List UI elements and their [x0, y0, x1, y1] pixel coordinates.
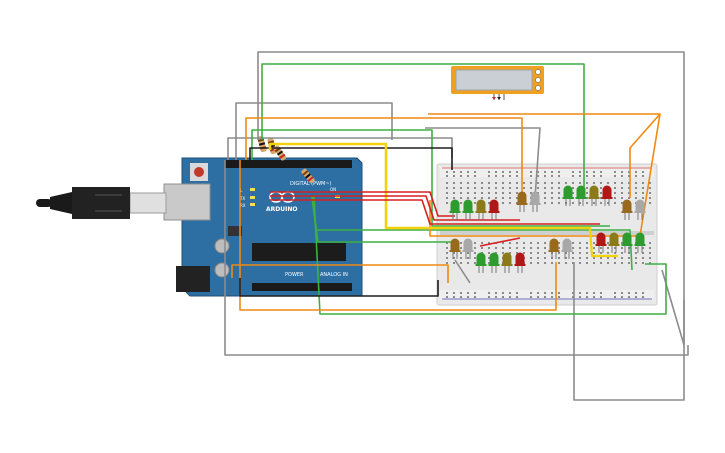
led-1[interactable]	[449, 199, 461, 221]
led-array	[449, 185, 646, 274]
arduino-uno[interactable]: ARDUINO DIGITAL (PWM~) POWER ANALOG IN O…	[163, 157, 363, 297]
led-12[interactable]	[634, 199, 646, 221]
power-label: POWER	[285, 272, 304, 278]
led-18[interactable]	[514, 252, 526, 274]
led-15[interactable]	[475, 252, 487, 274]
led-16[interactable]	[488, 252, 500, 274]
led-23[interactable]	[621, 232, 633, 254]
led-19[interactable]	[548, 238, 560, 260]
atmega-chip	[252, 243, 346, 261]
wire-red[interactable]	[270, 199, 600, 225]
wire-black[interactable]	[249, 147, 453, 170]
resistor-2[interactable]	[267, 137, 277, 155]
led-9[interactable]	[588, 185, 600, 207]
tx-label: TX	[239, 196, 245, 201]
capacitor-icon	[214, 238, 230, 254]
wire-red[interactable]	[270, 191, 455, 217]
wire-green[interactable]	[251, 129, 610, 227]
led-3[interactable]	[475, 199, 487, 221]
led-24[interactable]	[634, 232, 646, 254]
led-7[interactable]	[562, 185, 574, 207]
board-brand: ARDUINO	[266, 206, 297, 213]
wire-gray[interactable]	[224, 160, 689, 356]
wire-gray[interactable]	[425, 127, 541, 199]
led-10[interactable]	[601, 185, 613, 207]
wire-green[interactable]	[311, 195, 633, 271]
led-20[interactable]	[561, 238, 573, 260]
wire-gray[interactable]	[235, 102, 393, 160]
rx-label: RX	[240, 203, 246, 208]
led-13[interactable]	[449, 238, 461, 260]
usb-port	[163, 183, 211, 221]
capacitor-icon	[214, 262, 230, 278]
wire-gray[interactable]	[454, 259, 471, 284]
wire-red[interactable]	[270, 195, 520, 221]
analog-label: ANALOG IN	[320, 272, 348, 278]
led-4[interactable]	[488, 199, 500, 221]
voltage-regulator	[228, 226, 242, 236]
wire-yellow[interactable]	[520, 226, 618, 258]
power-jack	[176, 266, 210, 292]
digital-header[interactable]	[225, 160, 352, 168]
wire-orange[interactable]	[231, 264, 449, 283]
led-17[interactable]	[501, 252, 513, 274]
led-14[interactable]	[462, 238, 474, 260]
led-6[interactable]	[529, 191, 541, 213]
wire-green[interactable]	[313, 195, 667, 315]
led-21[interactable]	[595, 232, 607, 254]
lcd-display-icon[interactable]	[451, 66, 544, 100]
led-5[interactable]	[516, 191, 528, 213]
resistor-4[interactable]	[301, 168, 316, 184]
wire-red[interactable]	[479, 237, 521, 247]
led-11[interactable]	[621, 199, 633, 221]
l-label: L	[240, 188, 243, 193]
digital-label: DIGITAL (PWM~)	[290, 181, 332, 187]
on-label: ON	[330, 187, 336, 192]
power-analog-header[interactable]	[252, 283, 352, 291]
led-2[interactable]	[462, 199, 474, 221]
wire-orange[interactable]	[629, 113, 661, 198]
wire-yellow[interactable]	[268, 142, 520, 230]
wire-gray[interactable]	[257, 51, 685, 346]
usb-cable-icon[interactable]	[36, 187, 167, 219]
wire-green[interactable]	[261, 63, 585, 190]
led-22[interactable]	[608, 232, 620, 254]
wire-orange[interactable]	[239, 160, 557, 311]
led-8[interactable]	[575, 185, 587, 207]
wire-black[interactable]	[239, 278, 439, 297]
wire-gray[interactable]	[573, 262, 685, 401]
wire-orange[interactable]	[245, 117, 523, 192]
wires	[224, 51, 689, 401]
